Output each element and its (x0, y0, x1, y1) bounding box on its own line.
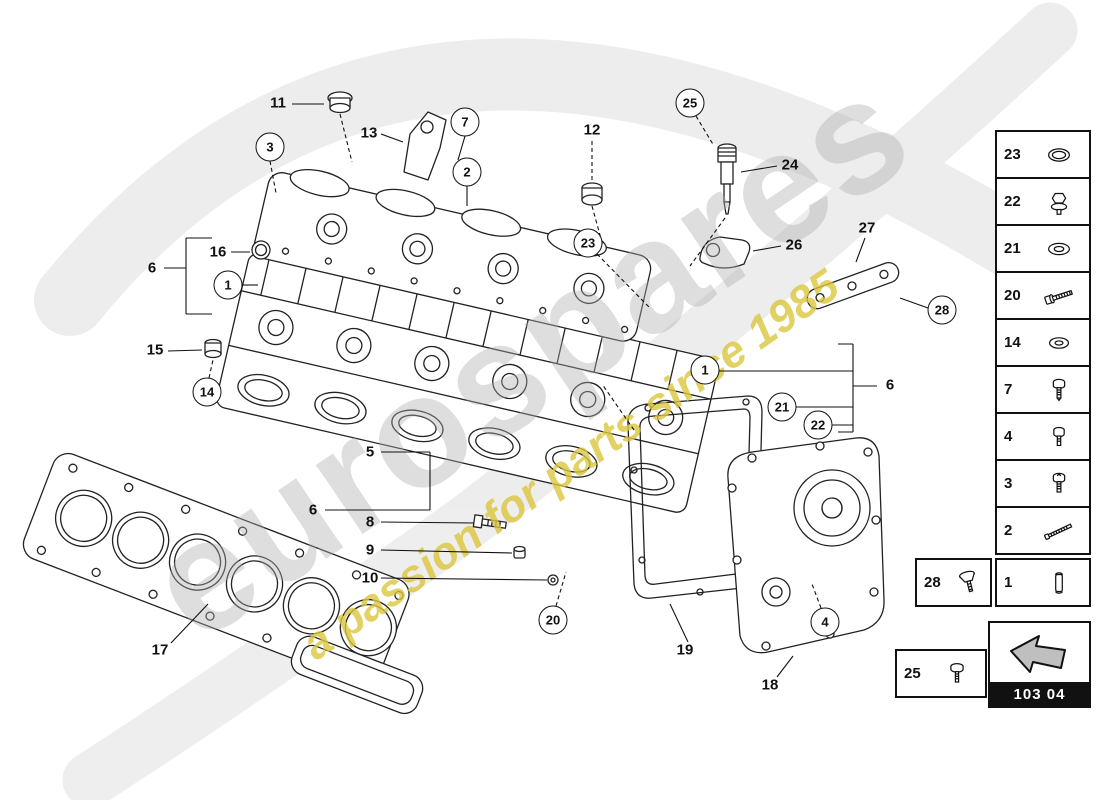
bracket-13-drawing (403, 111, 447, 181)
legend-slot-25: 25 (895, 649, 987, 698)
callout-6[interactable]: 6 (885, 376, 895, 394)
o-ring-16-drawing (251, 240, 271, 260)
part-number: 1 (1004, 574, 1013, 591)
bracket-26-drawing (699, 236, 751, 269)
part-number: 22 (1004, 193, 1021, 210)
core-plug-15-drawing (204, 338, 222, 359)
callout-25[interactable]: 25 (675, 88, 705, 118)
watermark-swoosh (34, 2, 1078, 800)
callout-15[interactable]: 15 (146, 341, 164, 359)
flat-washer-icon (1028, 326, 1089, 360)
spark-plug-drawing (717, 143, 737, 215)
section-code-box: 103 04 (988, 621, 1091, 708)
callout-6[interactable]: 6 (147, 259, 157, 277)
part-number: 3 (1004, 475, 1013, 492)
callout-10[interactable]: 10 (361, 569, 379, 587)
callout-12[interactable]: 12 (583, 121, 601, 139)
part-number: 4 (1004, 428, 1013, 445)
callout-1[interactable]: 1 (690, 355, 720, 385)
legend-item-23[interactable]: 23 (995, 130, 1091, 179)
timing-cover-drawing (727, 437, 885, 654)
callout-11[interactable]: 11 (270, 94, 286, 112)
sleeve-9-drawing (513, 545, 526, 559)
legend-slot-28: 28 (915, 558, 992, 607)
stud-bolt-icon (1028, 514, 1089, 548)
callout-16[interactable]: 16 (209, 243, 227, 261)
pan-screw-icon (928, 657, 985, 691)
legend-item-7[interactable]: 7 (995, 365, 1091, 414)
hex-bolt-icon (1028, 185, 1089, 219)
legend-item-2[interactable]: 2 (995, 506, 1091, 555)
bolt-8-drawing (472, 514, 507, 529)
cover-strip-27-drawing (806, 262, 900, 310)
dowel-pin-icon (1028, 566, 1089, 600)
legend-item-14[interactable]: 14 (995, 318, 1091, 367)
callout-13[interactable]: 13 (360, 124, 378, 142)
part-number: 21 (1004, 240, 1021, 257)
callout-7[interactable]: 7 (450, 107, 480, 137)
callout-27[interactable]: 27 (858, 219, 876, 237)
o-ring-icon (1028, 138, 1089, 172)
callout-6[interactable]: 6 (308, 501, 318, 519)
breather-cap-drawing (327, 91, 353, 114)
countersunk-screw-icon (948, 566, 990, 600)
callout-17[interactable]: 17 (151, 641, 169, 659)
plug-12-drawing (581, 182, 603, 206)
callout-23[interactable]: 23 (573, 228, 603, 258)
cover-gasket-strip-drawing (290, 635, 424, 715)
callout-28[interactable]: 28 (927, 295, 957, 325)
callout-26[interactable]: 26 (785, 236, 803, 254)
legend-item-25[interactable]: 25 (895, 649, 987, 698)
callout-18[interactable]: 18 (761, 676, 779, 694)
legend-item-22[interactable]: 22 (995, 177, 1091, 226)
callout-4[interactable]: 4 (810, 607, 840, 637)
callout-20[interactable]: 20 (538, 605, 568, 635)
washer-icon (1028, 232, 1089, 266)
legend-item-1[interactable]: 1 (995, 558, 1091, 607)
torx-screw-icon (1028, 467, 1089, 501)
part-number: 14 (1004, 334, 1021, 351)
callout-22[interactable]: 22 (803, 410, 833, 440)
socket-screw-icon (1028, 373, 1089, 407)
long-bolt-icon (1028, 279, 1089, 313)
part-number: 23 (1004, 146, 1021, 163)
callout-19[interactable]: 19 (676, 641, 694, 659)
legend-item-3[interactable]: 3 (995, 459, 1091, 508)
head-gasket-drawing (22, 452, 410, 686)
legend-item-21[interactable]: 21 (995, 224, 1091, 273)
part-number: 28 (924, 574, 941, 591)
cylinder-head-drawing (216, 253, 719, 513)
back-arrow-icon[interactable] (990, 623, 1089, 682)
callout-2[interactable]: 2 (452, 157, 482, 187)
legend-item-28[interactable]: 28 (915, 558, 992, 607)
callout-3[interactable]: 3 (255, 132, 285, 162)
callout-1[interactable]: 1 (213, 270, 243, 300)
callout-5[interactable]: 5 (365, 443, 375, 461)
callout-24[interactable]: 24 (781, 156, 799, 174)
callout-9[interactable]: 9 (365, 541, 375, 559)
legend-item-20[interactable]: 20 (995, 271, 1091, 320)
callout-21[interactable]: 21 (767, 392, 797, 422)
legend-item-4[interactable]: 4 (995, 412, 1091, 461)
callout-14[interactable]: 14 (192, 377, 222, 407)
section-code: 103 04 (990, 682, 1089, 706)
part-number: 7 (1004, 381, 1013, 398)
part-number: 20 (1004, 287, 1021, 304)
callout-8[interactable]: 8 (365, 513, 375, 531)
leader-lines (164, 103, 929, 678)
legend-slot-1: 1 (995, 558, 1091, 607)
cap-screw-icon (1028, 420, 1089, 454)
part-number: 2 (1004, 522, 1013, 539)
legend-column: 23 22 21 20 14 7 4 3 2 (995, 130, 1091, 555)
ball-10-drawing (547, 574, 559, 586)
part-number: 25 (904, 665, 921, 682)
